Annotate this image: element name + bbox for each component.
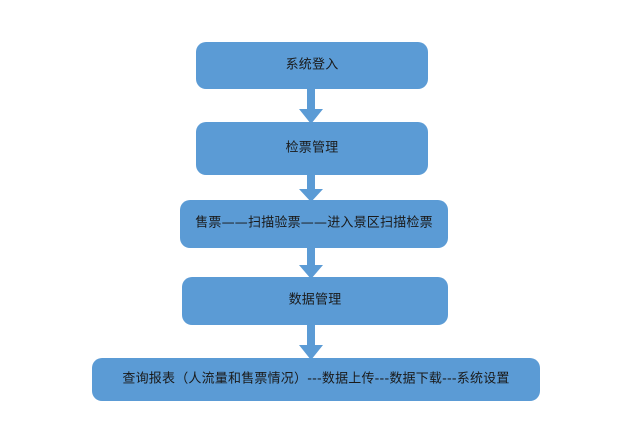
flow-node-login-label: 系统登入 <box>285 57 339 73</box>
arrow-down-icon-data-management-to-functions <box>296 322 326 360</box>
flow-node-data-management-label: 数据管理 <box>288 292 342 308</box>
flow-node-ticket-flow[interactable]: 售票——扫描验票——进入景区扫描检票 <box>180 200 448 248</box>
flow-node-data-management[interactable]: 数据管理 <box>182 277 448 325</box>
flow-node-functions[interactable]: 查询报表（人流量和售票情况）---数据上传---数据下载---系统设置 <box>92 358 540 401</box>
flow-node-ticket-flow-label: 售票——扫描验票——进入景区扫描检票 <box>195 215 433 231</box>
arrow-down-icon-ticket-management-to-ticket-flow <box>296 172 326 202</box>
flow-node-functions-label: 查询报表（人流量和售票情况）---数据上传---数据下载---系统设置 <box>122 371 510 387</box>
flow-node-login[interactable]: 系统登入 <box>196 42 428 89</box>
arrow-down-icon-ticket-flow-to-data-management <box>296 245 326 279</box>
arrow-down-icon-login-to-ticket-management <box>296 86 326 124</box>
flow-node-ticket-management-label: 检票管理 <box>285 140 339 156</box>
flow-node-ticket-management[interactable]: 检票管理 <box>196 122 428 175</box>
